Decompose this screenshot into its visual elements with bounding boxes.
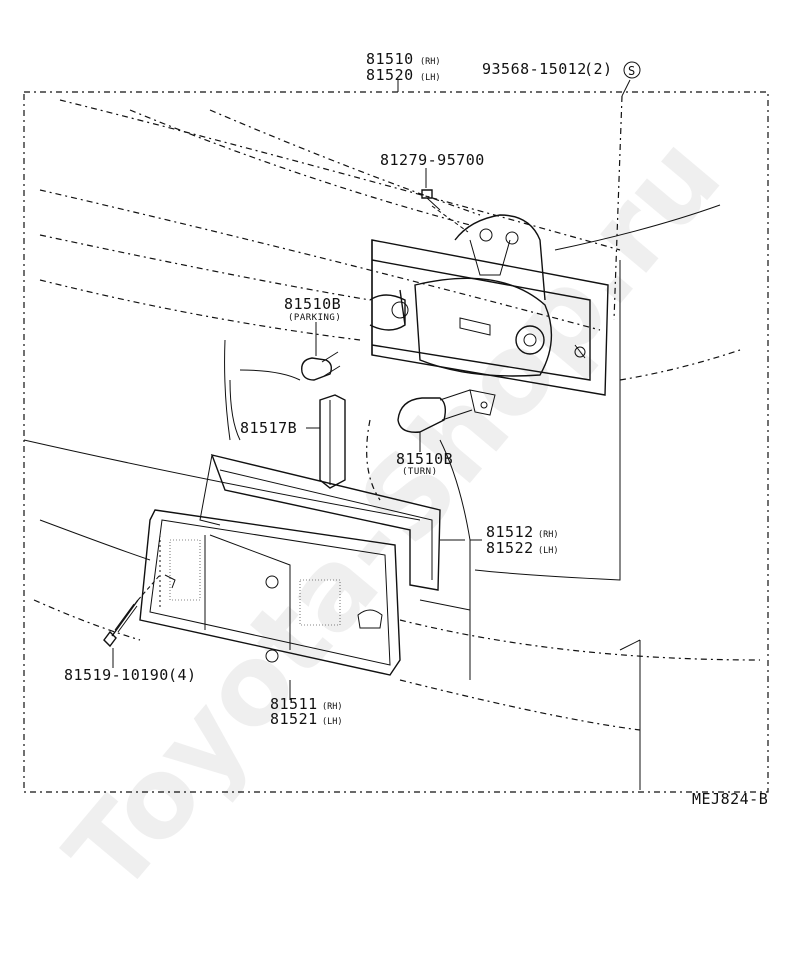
lamp-housing: [369, 214, 609, 416]
qty-screw-socket: (2): [584, 60, 613, 78]
part-number-screw-socket: 93568-15012: [482, 60, 587, 78]
suffix-lh: (LH): [538, 546, 558, 556]
note-parking: (PARKING): [288, 313, 341, 323]
part-number-gasket-rh: 81512: [486, 523, 534, 541]
diagram-code: MEJ824-B: [692, 790, 768, 808]
label-screw-socket: 93568-15012 (2): [482, 60, 613, 78]
part-number-lens-screw: 81519-10190: [64, 666, 169, 684]
vehicle-body-outline: [23, 95, 761, 790]
part-number-turn-bulb: 81510B: [396, 450, 453, 468]
parking-bulb: [301, 351, 341, 381]
assembly-boundary: [23, 80, 769, 793]
label-gasket: 81512 (RH) 81522 (LH): [486, 523, 558, 557]
suffix-rh: (RH): [322, 702, 342, 712]
part-number-socket: 81517B: [240, 419, 297, 437]
label-lens-screw: 81519-10190 (4): [64, 666, 197, 684]
suffix-rh: (RH): [420, 57, 440, 67]
part-number-gasket-lh: 81522: [486, 539, 534, 557]
part-number-housing-lh: 81520: [366, 66, 414, 84]
part-number-lens-rh: 81511: [270, 695, 318, 713]
suffix-lh: (LH): [322, 717, 342, 727]
part-number-housing-rh: 81510: [366, 50, 414, 68]
note-turn: (TURN): [402, 467, 438, 477]
qty-lens-screw: (4): [168, 666, 197, 684]
socket-81517b: [319, 394, 346, 489]
part-number-bolt: 81279-95700: [380, 151, 485, 169]
gasket: [199, 454, 465, 591]
symbol-s: S: [623, 61, 641, 79]
leader-lines: [289, 79, 631, 700]
symbol-s-text: S: [628, 64, 635, 78]
part-number-parking-bulb: 81510B: [284, 295, 341, 313]
suffix-lh: (LH): [420, 73, 440, 83]
part-number-lens-lh: 81521: [270, 710, 318, 728]
label-housing: 81510 (RH) 81520 (LH): [366, 50, 440, 84]
label-lens: 81511 (RH) 81521 (LH): [270, 695, 342, 728]
suffix-rh: (RH): [538, 530, 558, 540]
bolt-81279: [421, 189, 469, 233]
lens-screw: [103, 574, 161, 668]
